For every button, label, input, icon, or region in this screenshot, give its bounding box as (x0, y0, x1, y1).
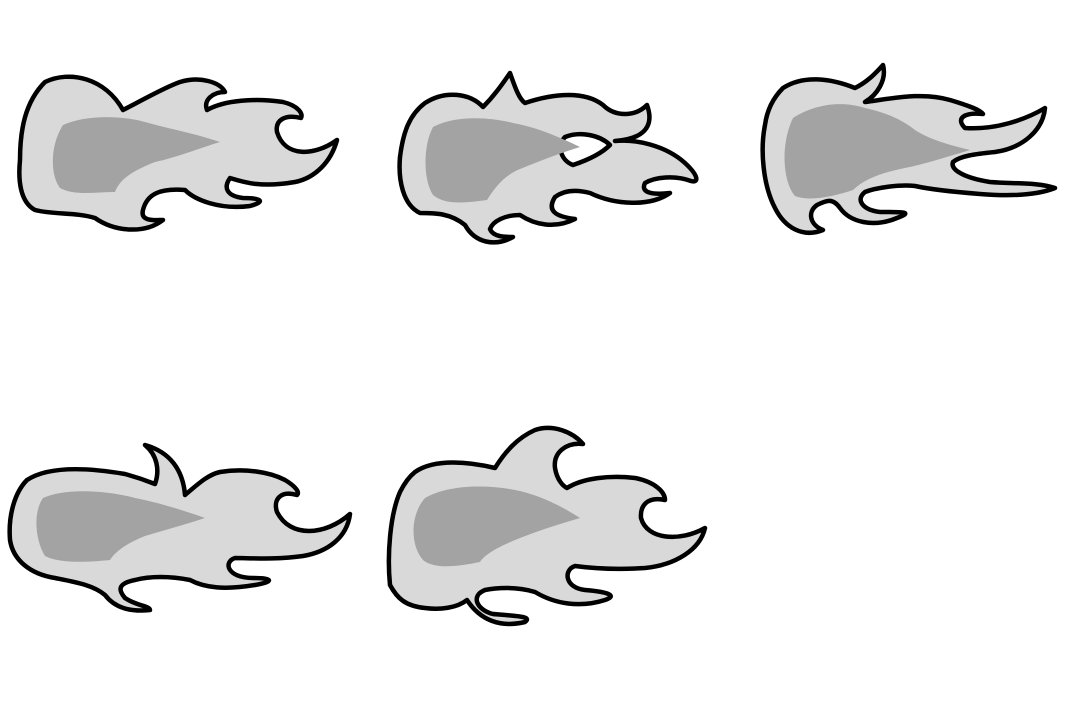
flame-core (784, 104, 970, 199)
flame-core (52, 117, 220, 193)
flame-sprite-2 (397, 70, 699, 245)
flame-icon (7, 442, 353, 613)
flame-core (425, 118, 580, 203)
flame-sprite-3 (760, 62, 1058, 235)
flame-sprite-4 (7, 442, 353, 613)
flame-sprite-5 (386, 425, 708, 627)
flame-sprite-1 (17, 74, 340, 232)
flame-core (36, 491, 205, 562)
flame-core (413, 486, 580, 567)
